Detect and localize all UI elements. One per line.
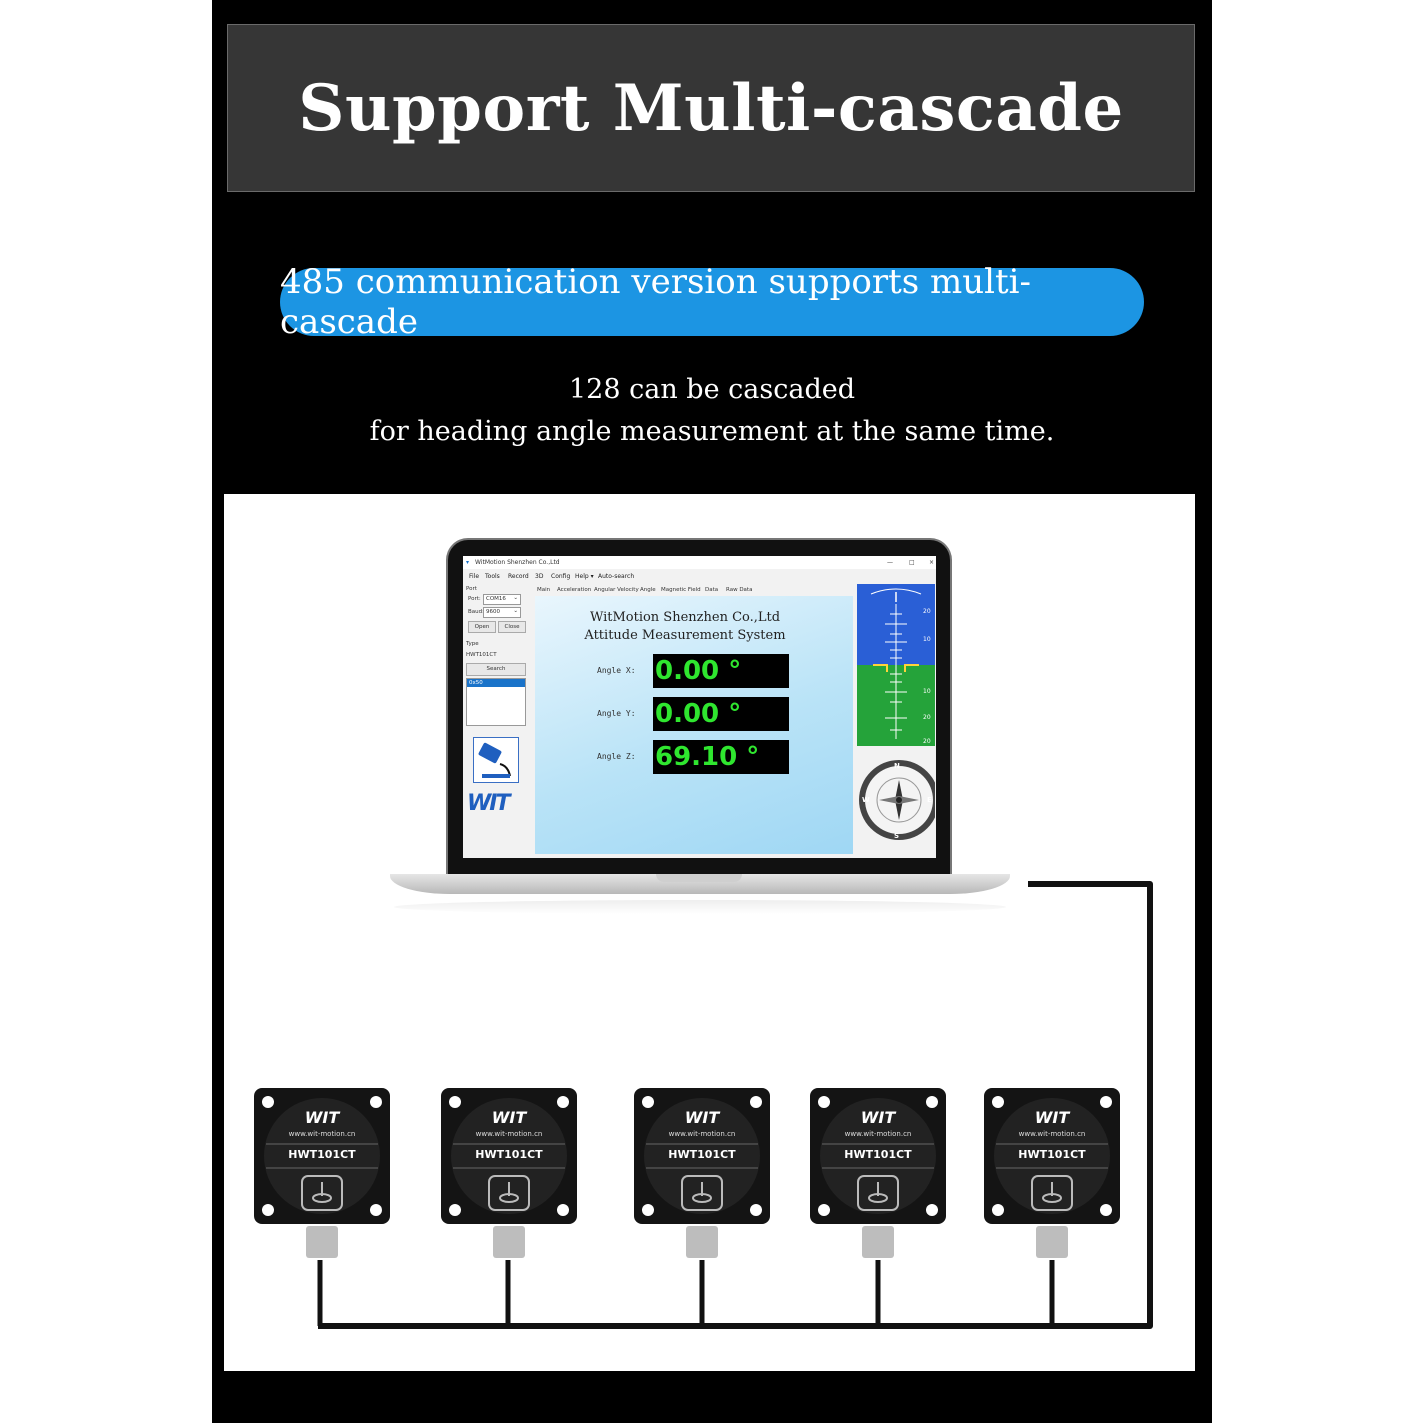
sensor-brand: WIT <box>860 1108 896 1127</box>
app-icon: ▾ <box>466 559 470 566</box>
sensor-body-graphic <box>634 1088 770 1258</box>
sensor-brand: WIT <box>491 1108 527 1127</box>
angle-x-readout: 0.00 ° <box>653 654 789 688</box>
angle-z-readout: 69.10 ° <box>653 740 789 774</box>
compass-icon <box>859 760 936 840</box>
menu-auto-search[interactable]: Auto-search <box>598 573 635 580</box>
tab-main[interactable]: Main <box>537 587 551 593</box>
sensor-unit: WIT www.wit-motion.cn HWT101CT <box>441 1088 577 1258</box>
sensor-model: HWT101CT <box>1018 1148 1086 1161</box>
angle-y-label: Angle Y: <box>597 709 636 718</box>
laptop-base <box>390 874 1010 894</box>
baud-label: Baud: <box>468 609 484 615</box>
laptop-screen: ▾ WitMotion Shenzhen Co.,Ltd — □ × File … <box>463 556 936 858</box>
sensor-url: www.wit-motion.cn <box>668 1130 736 1138</box>
attitude-gauge-graphic <box>857 584 935 746</box>
sensor-unit: WIT www.wit-motion.cn HWT101CT <box>984 1088 1120 1258</box>
menu-record[interactable]: Record <box>508 573 529 580</box>
window-titlebar: ▾ WitMotion Shenzhen Co.,Ltd — □ × <box>463 556 936 569</box>
compass-gauge: N E S W <box>857 752 936 848</box>
company-name: WitMotion Shenzhen Co.,Ltd <box>589 610 781 625</box>
type-value: HWT101CT <box>466 652 497 658</box>
device-list[interactable]: 0x50 <box>466 678 526 726</box>
sensor-body-graphic <box>984 1088 1120 1258</box>
sensor-body-graphic <box>254 1088 390 1258</box>
pitch-tick-label: 10 <box>923 688 931 695</box>
menu-bar: File Tools Record 3D Config Help ▾ Auto-… <box>463 570 936 582</box>
angle-y-readout: 0.00 ° <box>653 697 789 731</box>
open-button[interactable]: Open <box>468 621 496 633</box>
product-thumbnail <box>473 737 519 783</box>
baud-select-value: 9600 <box>486 609 500 615</box>
close-icon[interactable]: × <box>929 559 935 566</box>
sensor-url: www.wit-motion.cn <box>844 1130 912 1138</box>
chevron-down-icon: ⌄ <box>513 608 518 614</box>
subtitle-line-2: for heading angle measurement at the sam… <box>369 416 1055 447</box>
sensor-url: www.wit-motion.cn <box>288 1130 356 1138</box>
port-section-label: Port <box>466 586 477 592</box>
port-select[interactable]: COM16 ⌄ <box>483 594 521 605</box>
tab-magnetic-field[interactable]: Magnetic Field <box>661 587 701 593</box>
window-title: WitMotion Shenzhen Co.,Ltd <box>475 559 560 566</box>
compass-west-label: W <box>862 796 870 804</box>
sensor-model: HWT101CT <box>475 1148 543 1161</box>
sensor-unit: WIT www.wit-motion.cn HWT101CT <box>634 1088 770 1258</box>
tab-raw-data[interactable]: Raw Data <box>726 587 753 593</box>
laptop-shadow <box>394 900 1006 914</box>
sensor-brand: WIT <box>304 1108 340 1127</box>
type-label: Type <box>466 641 479 647</box>
subtitle-line-1: 128 can be cascaded <box>569 374 855 405</box>
sensor-model: HWT101CT <box>668 1148 736 1161</box>
tab-angular-velocity[interactable]: Angular Velocity <box>594 587 639 593</box>
angle-x-label: Angle X: <box>597 666 636 675</box>
menu-help[interactable]: Help ▾ <box>575 573 594 580</box>
page-title: Support Multi-cascade <box>298 70 1124 146</box>
compass-north-label: N <box>894 762 900 770</box>
laptop-notch <box>656 874 742 882</box>
port-label: Port: <box>468 596 481 602</box>
device-list-item[interactable]: 0x50 <box>467 679 525 687</box>
minimize-icon[interactable]: — <box>887 559 893 566</box>
sensor-unit: WIT www.wit-motion.cn HWT101CT <box>810 1088 946 1258</box>
pitch-tick-label: 20 <box>923 738 931 745</box>
pitch-tick-label: 10 <box>923 636 931 643</box>
sensor-thumbnail-icon <box>478 742 511 778</box>
menu-tools[interactable]: Tools <box>485 573 500 580</box>
sensor-body-graphic <box>441 1088 577 1258</box>
baud-select[interactable]: 9600 ⌄ <box>483 607 521 618</box>
tab-data[interactable]: Data <box>705 587 719 593</box>
sensor-model: HWT101CT <box>844 1148 912 1161</box>
sensor-url: www.wit-motion.cn <box>475 1130 543 1138</box>
sensor-brand: WIT <box>1034 1108 1070 1127</box>
sensor-model: HWT101CT <box>288 1148 356 1161</box>
feature-pill: 485 communication version supports multi… <box>280 262 1144 342</box>
main-display: WitMotion Shenzhen Co.,Ltd Attitude Meas… <box>535 596 853 854</box>
left-pane: Port Port: COM16 ⌄ Baud: 9600 ⌄ Open Clo… <box>465 584 531 856</box>
search-button[interactable]: Search <box>466 663 526 676</box>
menu-config[interactable]: Config <box>551 573 571 580</box>
compass-east-label: E <box>927 796 932 804</box>
tab-angle[interactable]: Angle <box>640 587 656 593</box>
menu-file[interactable]: File <box>469 573 480 580</box>
sensor-brand: WIT <box>684 1108 720 1127</box>
close-button[interactable]: Close <box>498 621 526 633</box>
sensor-url: www.wit-motion.cn <box>1018 1130 1086 1138</box>
attitude-indicator: 20 10 10 20 20 <box>857 584 935 746</box>
pitch-tick-label: 20 <box>923 608 931 615</box>
tab-bar: Main Acceleration Angular Velocity Angle… <box>535 584 775 596</box>
sensor-unit: WIT www.wit-motion.cn HWT101CT <box>254 1088 390 1258</box>
wit-logo: WIT <box>467 791 510 816</box>
system-name: Attitude Measurement System <box>584 628 786 643</box>
tab-acceleration[interactable]: Acceleration <box>557 587 592 593</box>
chevron-down-icon: ⌄ <box>513 595 518 601</box>
menu-3d[interactable]: 3D <box>535 573 544 580</box>
maximize-icon[interactable]: □ <box>909 559 915 566</box>
angle-z-label: Angle Z: <box>597 752 636 761</box>
compass-south-label: S <box>894 832 900 840</box>
title-banner: Support Multi-cascade <box>227 24 1195 192</box>
port-select-value: COM16 <box>486 596 506 602</box>
pitch-tick-label: 20 <box>923 714 931 721</box>
sensor-body-graphic <box>810 1088 946 1258</box>
